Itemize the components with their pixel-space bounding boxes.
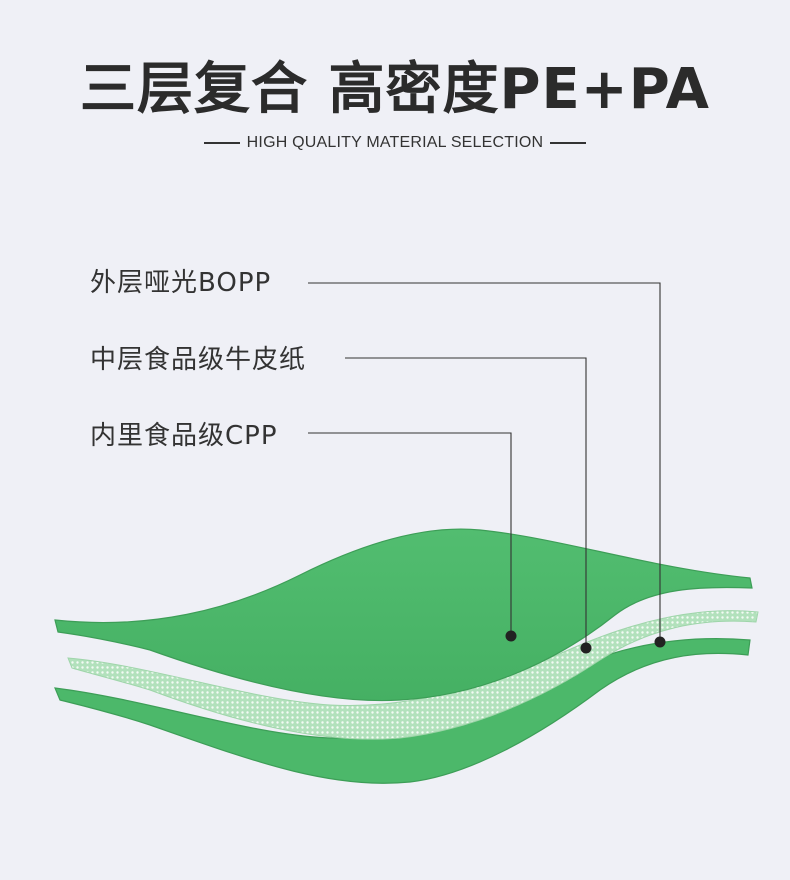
- layer-label-outer: 外层哑光BOPP: [90, 268, 272, 298]
- subtitle-row: HIGH QUALITY MATERIAL SELECTION: [0, 130, 790, 156]
- layer-label-middle: 中层食品级牛皮纸: [90, 345, 307, 375]
- marker-dot-inner: [505, 630, 517, 642]
- page-title: 三层复合 高密度PE+PA: [80, 57, 710, 122]
- marker-dot-outer: [654, 636, 666, 648]
- subtitle-divider-right: [550, 142, 587, 144]
- leader-line-middle: [345, 357, 587, 648]
- layer-label-inner: 内里食品级CPP: [90, 421, 278, 451]
- leader-line-inner: [308, 432, 512, 636]
- subtitle: HIGH QUALITY MATERIAL SELECTION: [246, 134, 544, 151]
- leader-line-outer: [308, 282, 661, 642]
- marker-dot-middle: [580, 642, 592, 654]
- subtitle-divider-left: [203, 142, 240, 144]
- top-layer-sheet: [54, 528, 753, 702]
